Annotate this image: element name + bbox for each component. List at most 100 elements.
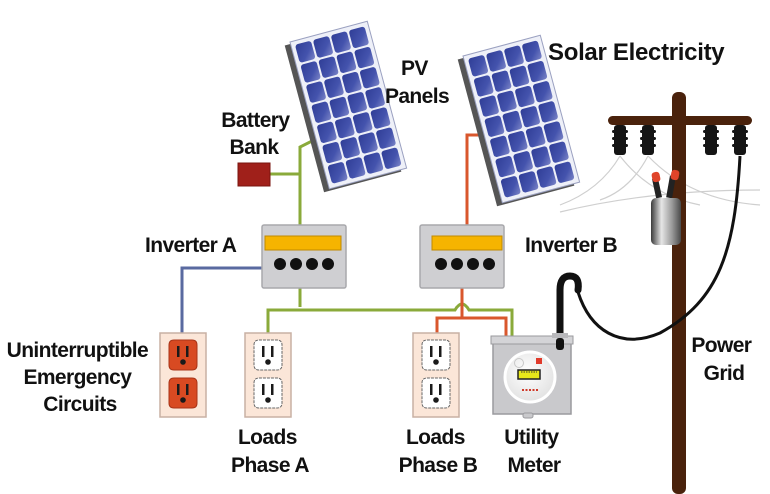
service-drop-cable <box>576 155 742 341</box>
solar-cell <box>306 81 326 103</box>
outlet-phase-b <box>412 332 460 418</box>
conduit-fitting <box>552 333 568 338</box>
solar-cell <box>342 71 362 94</box>
insulator <box>640 125 656 155</box>
label-inverter-a: Inverter A <box>145 234 237 257</box>
label-utility-meter: Utility Meter <box>504 426 563 477</box>
solar-cell <box>525 126 546 148</box>
inverter-a-button <box>306 258 318 270</box>
solar-cell <box>329 96 350 119</box>
solar-cell <box>515 85 535 108</box>
inverter-a-body <box>261 224 347 289</box>
solar-cell <box>336 51 357 73</box>
solar-cell <box>490 135 510 157</box>
solar-cell <box>527 61 548 83</box>
receptacle <box>421 339 451 371</box>
solar-cell <box>543 121 564 143</box>
solar-cell <box>358 132 378 154</box>
wire-phase-b-bus <box>435 316 508 338</box>
solar-cell <box>500 176 521 198</box>
solar-cell <box>327 162 348 184</box>
solar-cell <box>335 117 355 139</box>
solar-cell <box>518 171 539 193</box>
solar-cell <box>365 87 385 109</box>
solar-cell <box>486 50 506 72</box>
pole-shaft <box>672 92 686 494</box>
weatherhead-conduit <box>556 272 582 344</box>
solar-cell <box>311 101 332 123</box>
receptacle <box>421 377 451 409</box>
solar-cell <box>509 65 530 87</box>
panel-cells <box>468 40 575 198</box>
solar-cell <box>497 90 517 112</box>
wire-phase-a-bus <box>266 302 514 338</box>
distribution-wires <box>559 155 761 213</box>
meter-indicator <box>514 358 524 368</box>
solar-cell <box>381 147 402 169</box>
panel-cells <box>295 26 402 184</box>
solar-cell <box>479 95 499 117</box>
insulator <box>732 125 748 155</box>
pv-panel-b <box>457 34 581 207</box>
diagram-title: Solar Electricity <box>548 39 725 66</box>
inverter-b-button <box>451 258 463 270</box>
receptacle <box>168 339 198 371</box>
solar-cell <box>531 146 551 168</box>
solar-cell <box>340 137 360 159</box>
label-loads-phase-b: Loads Phase B <box>399 426 478 477</box>
wire-ups <box>180 266 262 335</box>
receptacle <box>168 377 198 409</box>
solar-cell <box>473 75 494 97</box>
solar-cell <box>370 107 391 129</box>
solar-cell <box>538 101 558 123</box>
transformer <box>651 169 681 245</box>
solar-cell <box>484 115 505 137</box>
solar-cell <box>363 152 384 174</box>
solar-cell <box>532 81 553 103</box>
insulator <box>612 125 628 155</box>
solar-cell <box>502 110 523 133</box>
inverter-a-button <box>274 258 286 270</box>
utility-pole <box>559 92 761 494</box>
conduit-entry <box>556 338 564 350</box>
inverter-b-display <box>431 235 503 251</box>
inverter-b-body <box>419 224 505 289</box>
pv-panel-a <box>284 20 408 193</box>
solar-cell <box>324 76 344 98</box>
solar-cell <box>318 56 339 78</box>
inverter-b-button <box>483 258 495 270</box>
insulator <box>703 125 719 155</box>
outlet-emergency <box>159 332 207 418</box>
inverter-a-button <box>290 258 302 270</box>
solar-cell <box>345 157 366 179</box>
meter-box-lid <box>490 335 574 345</box>
solar-cell <box>322 141 343 164</box>
solar-cell <box>495 155 516 178</box>
inverter-a-display <box>264 235 342 251</box>
solar-cell <box>508 131 528 153</box>
label-power-grid: Power Grid <box>691 334 756 385</box>
solar-cell <box>549 141 569 163</box>
solar-cell <box>504 45 524 67</box>
meter-seal <box>522 412 534 419</box>
label-battery-bank: Battery Bank <box>221 109 294 159</box>
solar-cell <box>352 112 373 134</box>
receptacle <box>253 377 283 409</box>
solar-cell <box>331 31 351 53</box>
solar-cell <box>349 26 369 49</box>
solar-cell <box>359 67 380 89</box>
meter-readout <box>517 369 541 380</box>
meter-led <box>536 358 542 364</box>
solar-cell <box>313 36 333 58</box>
inverter-b-button <box>435 258 447 270</box>
label-loads-phase-a: Loads Phase A <box>231 426 309 477</box>
solar-cell <box>520 106 540 128</box>
pole-crossarm <box>608 116 752 125</box>
inverter-b-button <box>467 258 479 270</box>
solar-cell <box>468 55 489 77</box>
solar-cell <box>536 166 557 188</box>
solar-cell <box>513 151 533 173</box>
label-inverter-b: Inverter B <box>525 234 617 257</box>
label-emergency-circuits: Uninterruptible Emergency Circuits <box>7 339 154 416</box>
